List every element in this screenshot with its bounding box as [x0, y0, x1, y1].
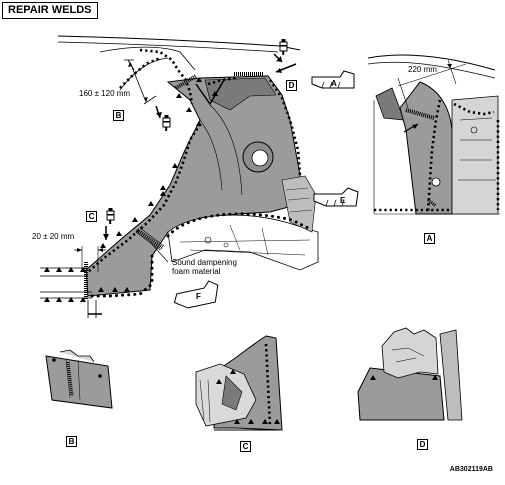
hand-pointer-icon [313, 187, 359, 207]
inset-c-view [195, 335, 283, 431]
dimension-label: 160 ± 120 mm [79, 89, 131, 98]
view-label-d-bottom: D [417, 439, 428, 450]
inset-d-view [357, 327, 463, 421]
figure-code: AB302119AB [449, 466, 493, 473]
view-label-a: A [424, 233, 435, 244]
view-label-c: C [86, 211, 97, 222]
welding-gun-icon [106, 207, 115, 225]
dimension-label: 220 mm [408, 65, 437, 74]
welding-gun-icon [279, 38, 288, 56]
view-label-c-bottom: C [240, 441, 251, 452]
page-title: REPAIR WELDS [2, 2, 98, 19]
main-view [40, 35, 359, 318]
inset-a-view [367, 54, 500, 215]
inset-b-view [45, 349, 113, 409]
view-pointer-e: E [340, 196, 346, 205]
view-pointer-f: F [196, 292, 201, 301]
view-label-d: D [286, 80, 297, 91]
hand-pointer-icon [173, 280, 219, 309]
dimension-label: 20 ± 20 mm [32, 232, 75, 241]
foam-callout: Sound dampening foam material [172, 258, 237, 276]
view-label-b-bottom: B [66, 436, 77, 447]
view-pointer-a: A [331, 79, 337, 88]
view-label-b: B [113, 110, 124, 121]
hand-pointer-icon [311, 70, 355, 89]
welding-gun-icon [162, 114, 171, 132]
